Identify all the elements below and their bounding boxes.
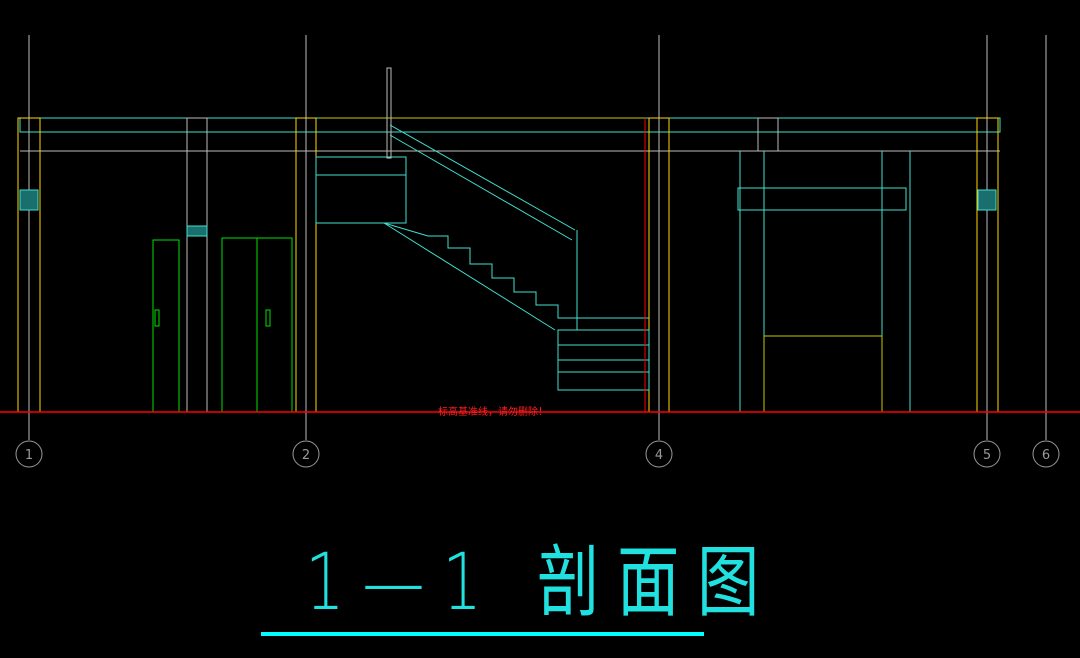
columns bbox=[17, 117, 999, 413]
staircase bbox=[315, 67, 650, 391]
axis-label-1: 1 bbox=[25, 448, 33, 463]
axis-label-4: 4 bbox=[655, 448, 663, 463]
axis-label-5: 5 bbox=[983, 448, 991, 463]
drawing-title: 1—1 剖面图 bbox=[305, 538, 778, 628]
axis-label-6: 6 bbox=[1042, 448, 1050, 463]
axis-label-2: 2 bbox=[302, 448, 310, 463]
axis-bubbles bbox=[15, 440, 1060, 468]
doors bbox=[152, 237, 293, 413]
ground-line-note: 标高基准线，请勿删除！ bbox=[438, 407, 548, 418]
title-underline bbox=[261, 632, 704, 636]
floor-slab bbox=[19, 117, 1001, 152]
grid-lines bbox=[28, 35, 1047, 440]
right-room bbox=[737, 151, 911, 413]
